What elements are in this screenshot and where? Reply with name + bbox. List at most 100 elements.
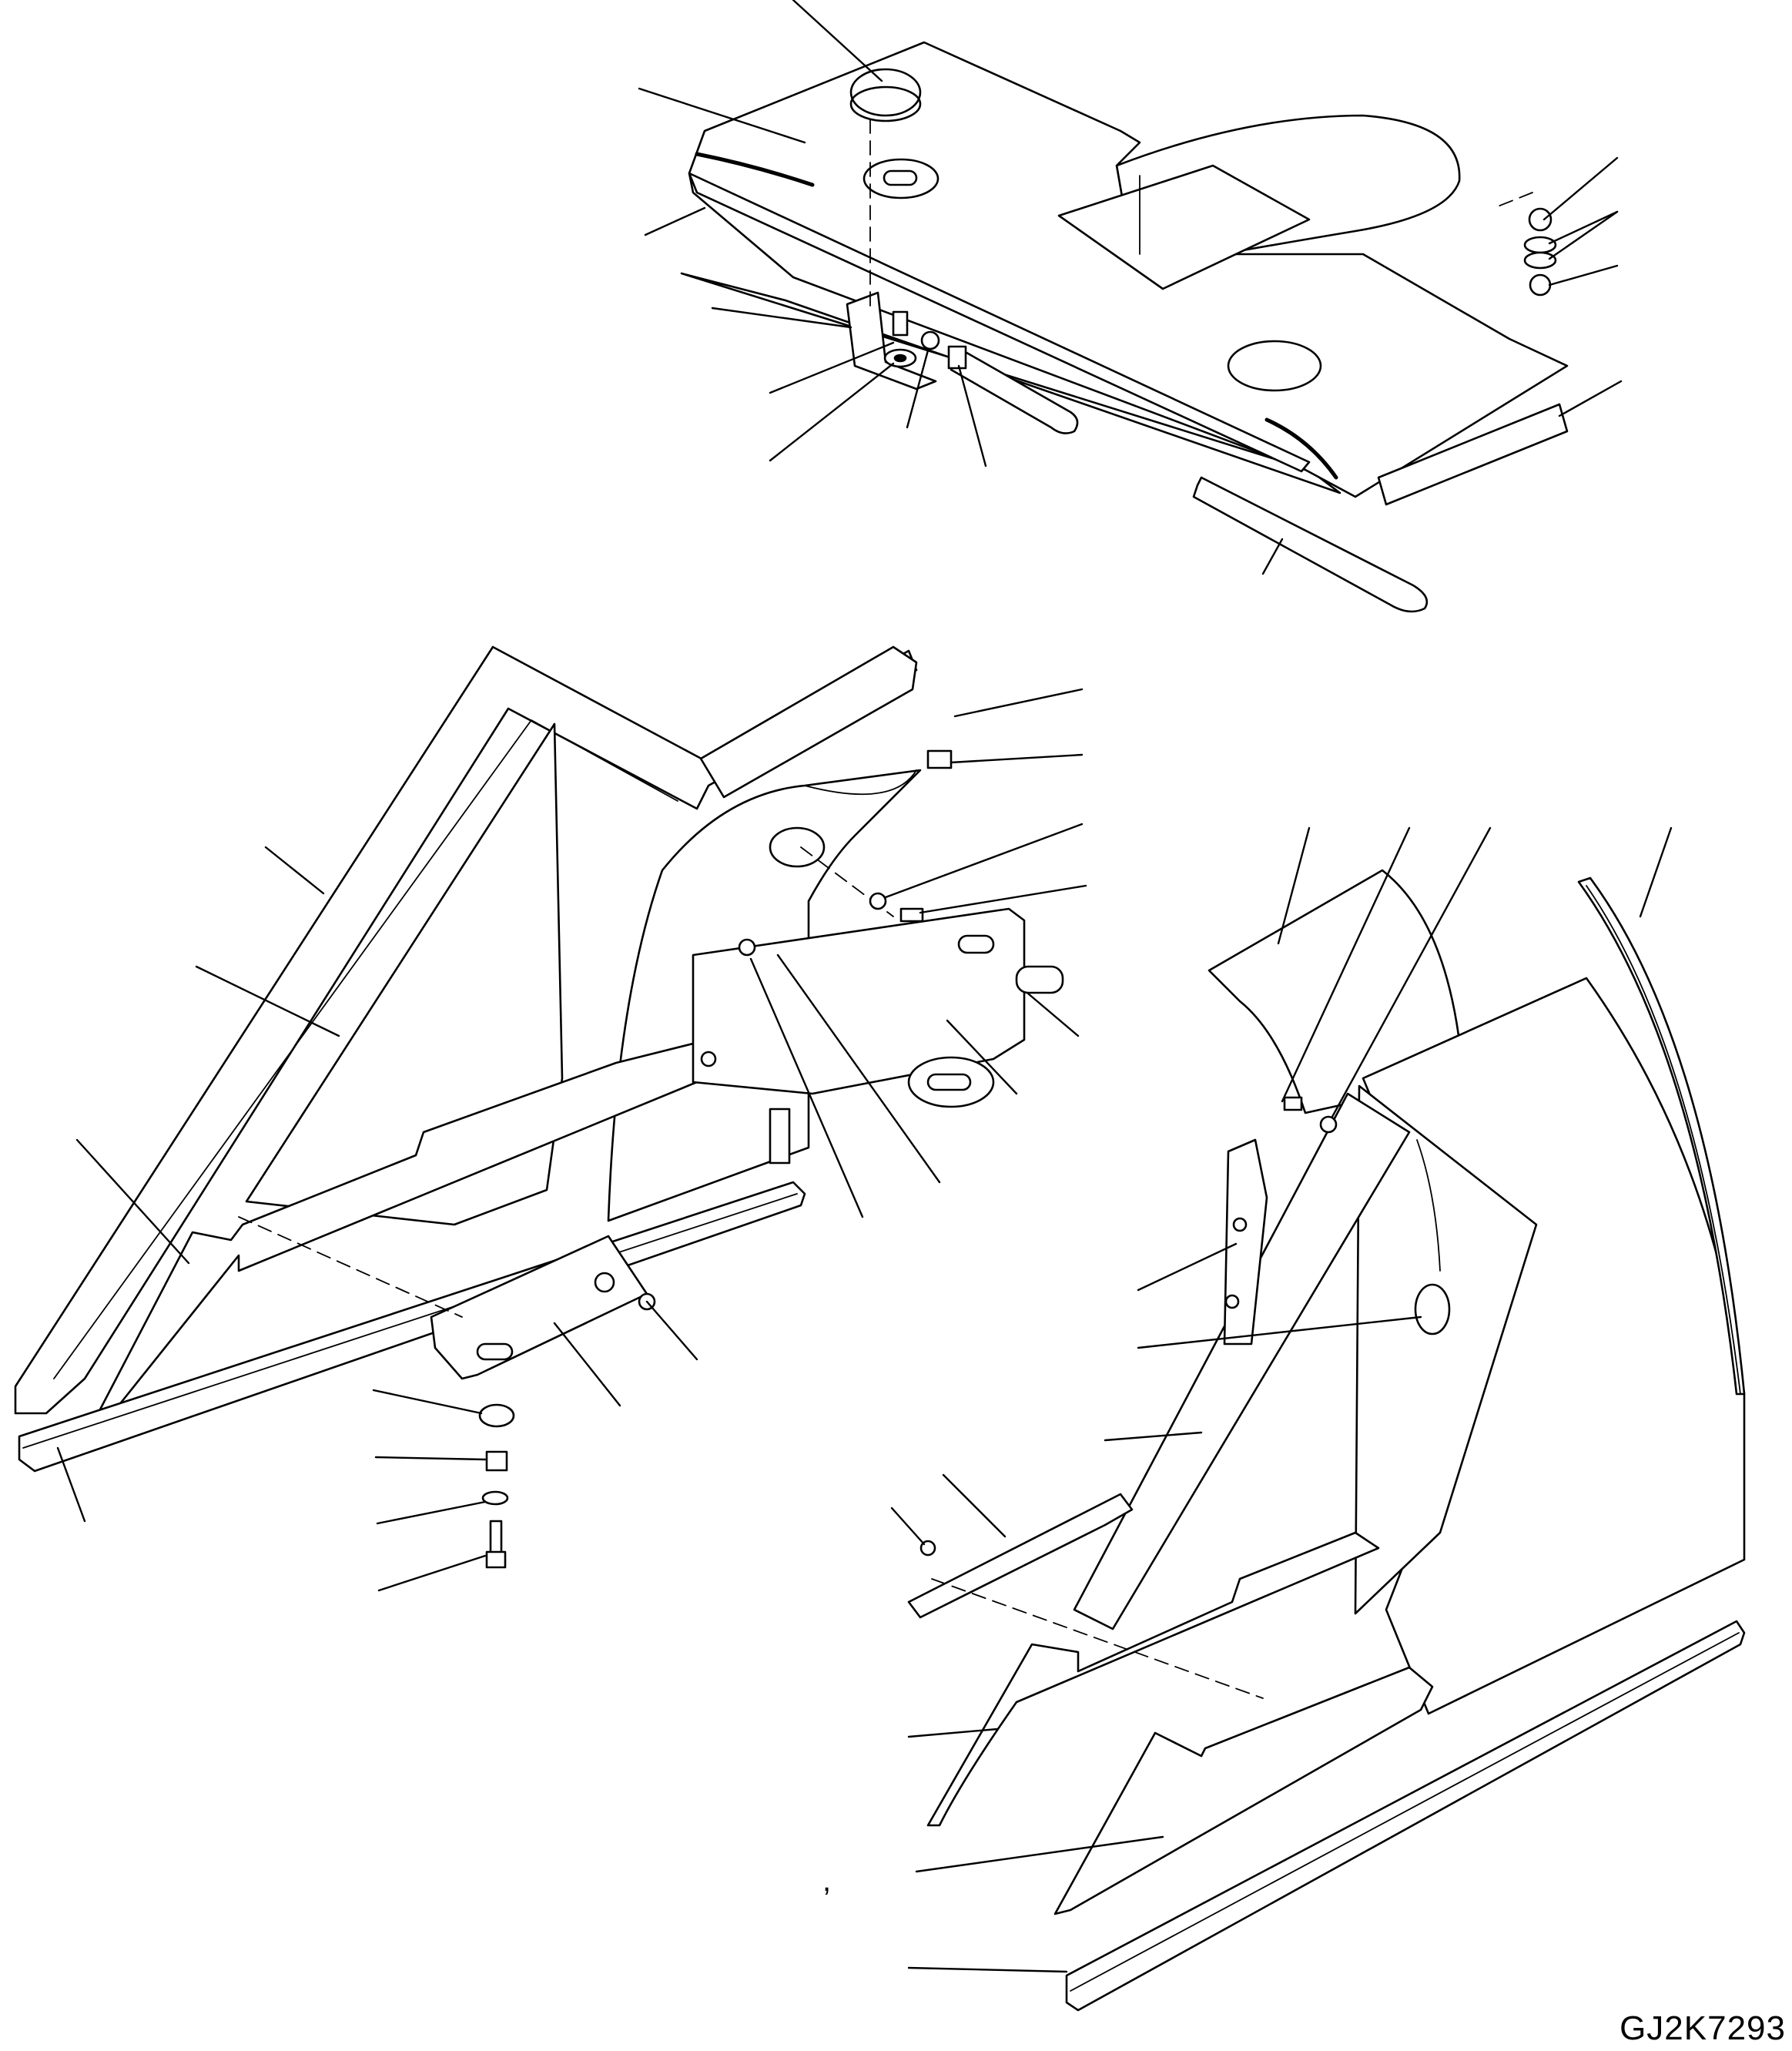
leader-36 xyxy=(1137,1242,1238,1292)
right-lower-curve xyxy=(1053,1666,1434,1915)
right-bottom-sill xyxy=(1065,1620,1746,2012)
grommet xyxy=(1015,965,1064,994)
leader-8 xyxy=(957,364,987,468)
leader-42 xyxy=(915,1835,1164,1873)
roof-front-trim xyxy=(695,152,815,187)
roof-cap xyxy=(849,68,922,117)
drawing-code-label: GJ2K7293 xyxy=(1619,2009,1786,2047)
leader-28 xyxy=(372,1389,483,1415)
leader-6 xyxy=(769,362,895,462)
roof-side-skirt xyxy=(680,272,1341,494)
washer-1 xyxy=(1523,236,1557,254)
leader-5 xyxy=(769,341,895,394)
roof-cap-rim xyxy=(849,85,922,122)
leader-32 xyxy=(1277,826,1311,945)
plate-slot-lower-inner xyxy=(926,1073,972,1091)
rear-panel-hole xyxy=(769,826,826,868)
leader-19 xyxy=(946,1019,1018,1095)
roof-rear-trim xyxy=(1264,417,1338,480)
plate-slot xyxy=(957,934,995,954)
leader-23 xyxy=(195,965,340,1037)
roof-hole xyxy=(1227,340,1322,392)
leader-26 xyxy=(553,1322,621,1407)
plate-pin xyxy=(700,1051,717,1067)
mount-bolt-head xyxy=(485,1550,507,1569)
mount-washer xyxy=(481,1490,509,1506)
roof-opening xyxy=(1057,164,1311,290)
rear-washer xyxy=(869,892,887,910)
leader-35 xyxy=(1639,826,1673,918)
left-cap-plate xyxy=(699,645,918,799)
mount-rubber xyxy=(478,1403,515,1428)
roof-slot-inner xyxy=(883,169,918,186)
leader-3 xyxy=(644,206,706,236)
left-bottom-bracket xyxy=(430,1235,648,1380)
nut-2 xyxy=(1529,273,1552,297)
leader-13 xyxy=(1261,538,1284,575)
bracket-bolt xyxy=(892,310,909,337)
right-inner-panel xyxy=(1354,1084,1538,1615)
plate-bolt xyxy=(738,938,756,957)
wedge-curve xyxy=(1416,1139,1441,1272)
right-small-bracket xyxy=(1223,1138,1268,1346)
leader-24 xyxy=(75,1138,190,1265)
rail-centerline xyxy=(931,1578,1264,1699)
leader-14 xyxy=(953,688,1084,718)
leader-10b xyxy=(1548,210,1619,260)
leader-30 xyxy=(376,1500,487,1525)
right-rail-bracket xyxy=(907,1493,1134,1619)
bracket-washer-hole xyxy=(893,354,907,363)
leader-10a xyxy=(1548,210,1619,245)
mount-collar xyxy=(485,1450,508,1472)
a-frame-inner-edge xyxy=(53,719,678,1379)
small-bracket-hole-2 xyxy=(1224,1294,1240,1309)
left-hinge-plate xyxy=(692,907,1026,1095)
roof-top-panel xyxy=(688,41,1569,498)
leader-7 xyxy=(906,349,929,429)
leader-17 xyxy=(919,884,1087,914)
spring-pin xyxy=(947,345,967,370)
washer-2 xyxy=(1523,251,1557,270)
left-side-frame-assembly xyxy=(14,645,1087,1592)
leader-27 xyxy=(645,1300,698,1361)
roof-cover-assembly xyxy=(638,0,1623,613)
small-bracket-hole-1 xyxy=(1232,1217,1248,1232)
leader-40 xyxy=(890,1506,926,1546)
panel-knob xyxy=(1414,1283,1451,1335)
leader-38 xyxy=(1104,1431,1203,1442)
bracket-nut xyxy=(920,330,940,350)
leader-31 xyxy=(377,1554,487,1592)
hardware-centerline xyxy=(1493,192,1533,209)
sill-groove xyxy=(1070,1632,1740,1992)
nut-1 xyxy=(1528,207,1553,232)
right-lower-step xyxy=(926,1531,1380,1827)
left-post xyxy=(769,1108,791,1165)
bracket-stud xyxy=(594,1272,615,1293)
right-weather-strip xyxy=(1577,876,1746,1396)
bracket-slot xyxy=(476,1342,514,1361)
leader-4 xyxy=(711,307,852,329)
roof-hinge-bracket xyxy=(846,291,937,390)
roof-seal-block xyxy=(1377,403,1569,506)
rear-panel-top-curve xyxy=(804,769,917,796)
leader-34 xyxy=(1331,826,1492,1118)
leader-2 xyxy=(638,87,806,144)
leader-9 xyxy=(1542,156,1619,221)
right-side-cover-assembly xyxy=(890,826,1746,2012)
leader-16 xyxy=(884,823,1084,899)
cover-washer xyxy=(1319,1115,1338,1134)
leader-33 xyxy=(1281,826,1411,1103)
leader-18 xyxy=(1027,992,1080,1037)
leader-41 xyxy=(907,1728,999,1738)
leader-43 xyxy=(907,1966,1068,1973)
rear-bolt xyxy=(899,907,924,923)
rubber-strip xyxy=(1192,476,1429,613)
top-nut xyxy=(926,749,953,769)
weather-strip-inner xyxy=(1586,885,1741,1395)
leader-25 xyxy=(56,1446,86,1523)
leader-39 xyxy=(942,1473,1007,1538)
leader-15 xyxy=(950,753,1084,764)
gas-spring xyxy=(950,349,1079,434)
leader-12 xyxy=(1558,380,1623,417)
